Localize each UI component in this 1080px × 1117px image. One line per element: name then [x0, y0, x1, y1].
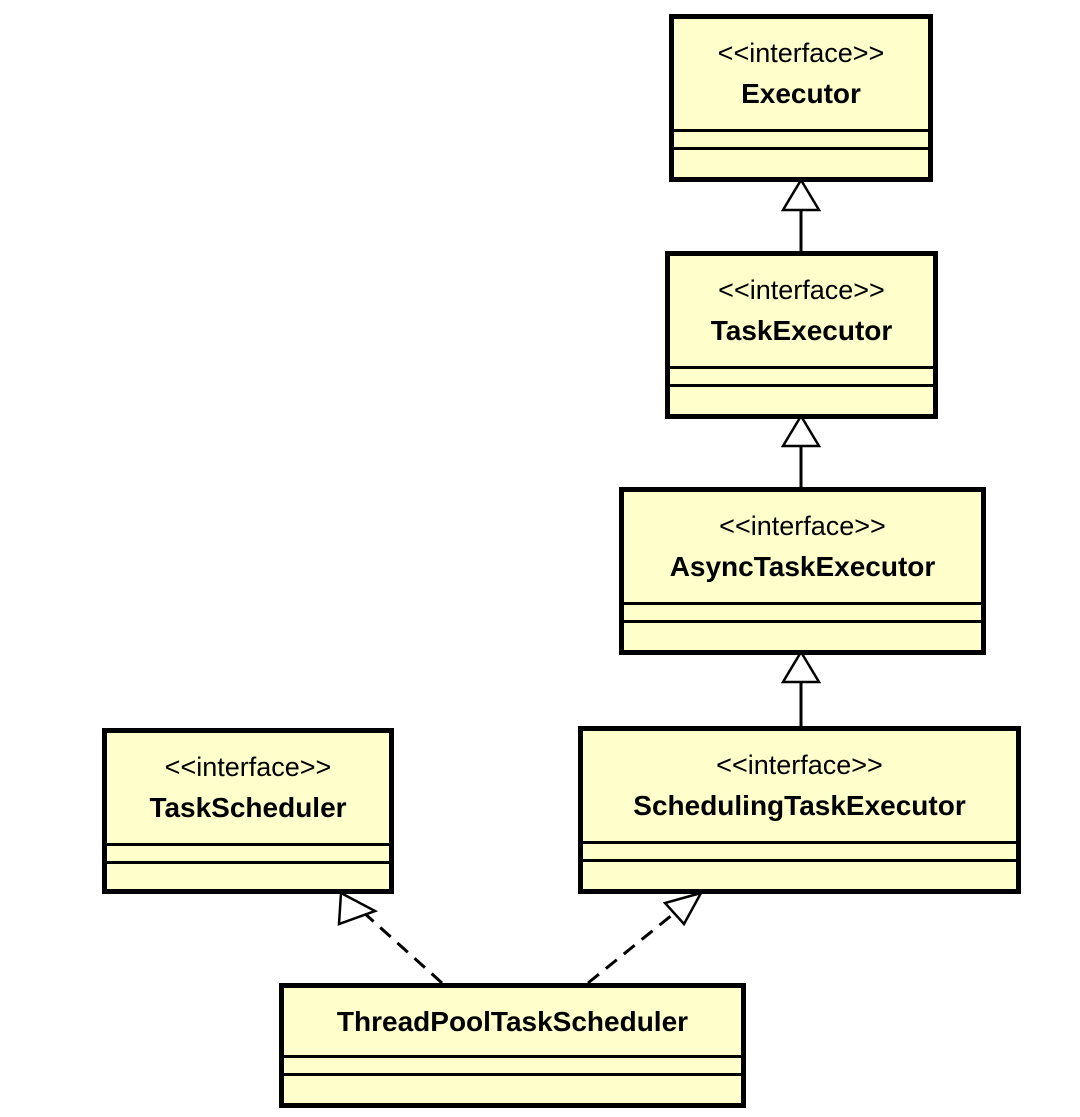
attributes-compartment — [583, 844, 1016, 862]
stereotype-label: <<interface>> — [718, 275, 885, 305]
class-box-schedulingtaskexecutor: <<interface>> SchedulingTaskExecutor — [578, 726, 1021, 894]
operations-compartment — [284, 1076, 741, 1103]
class-header: <<interface>> TaskExecutor — [670, 256, 933, 369]
realization-line-threadpooltaskscheduler-schedulingtaskexecutor — [587, 909, 678, 985]
generalization-arrowhead-taskexecutor — [780, 413, 822, 448]
stereotype-label: <<interface>> — [719, 511, 886, 541]
class-box-executor: <<interface>> Executor — [669, 14, 933, 182]
class-header: <<interface>> AsyncTaskExecutor — [624, 492, 981, 605]
generalization-arrowhead-executor — [780, 177, 822, 212]
class-header: <<interface>> Executor — [674, 19, 928, 132]
class-name: TaskExecutor — [710, 315, 893, 346]
class-box-taskscheduler: <<interface>> TaskScheduler — [102, 728, 394, 894]
operations-compartment — [674, 150, 928, 177]
operations-compartment — [624, 623, 981, 650]
class-box-taskexecutor: <<interface>> TaskExecutor — [665, 251, 938, 419]
operations-compartment — [107, 864, 389, 889]
class-header: ThreadPoolTaskScheduler — [284, 988, 741, 1058]
stereotype-label: <<interface>> — [716, 750, 883, 780]
operations-compartment — [670, 387, 933, 414]
class-name: ThreadPoolTaskScheduler — [336, 1005, 689, 1037]
attributes-compartment — [624, 605, 981, 623]
attributes-compartment — [674, 132, 928, 150]
class-name: SchedulingTaskExecutor — [633, 790, 966, 821]
operations-compartment — [583, 862, 1016, 889]
realization-line-threadpooltaskscheduler-taskscheduler — [361, 910, 444, 985]
class-name: TaskScheduler — [149, 792, 347, 823]
class-name: AsyncTaskExecutor — [669, 551, 936, 582]
attributes-compartment — [284, 1058, 741, 1076]
realization-arrowhead-schedulingtaskexecutor — [662, 891, 704, 927]
class-name: Executor — [741, 78, 861, 109]
stereotype-label: <<interface>> — [164, 752, 332, 782]
generalization-arrowhead-asynctaskexecutor — [780, 649, 822, 684]
realization-arrowhead-taskscheduler — [337, 890, 379, 926]
class-box-threadpooltaskscheduler: ThreadPoolTaskScheduler — [279, 983, 746, 1108]
class-header: <<interface>> SchedulingTaskExecutor — [583, 731, 1016, 844]
attributes-compartment — [670, 369, 933, 387]
class-header: <<interface>> TaskScheduler — [107, 733, 389, 846]
class-box-asynctaskexecutor: <<interface>> AsyncTaskExecutor — [619, 487, 986, 655]
attributes-compartment — [107, 846, 389, 864]
stereotype-label: <<interface>> — [717, 38, 885, 68]
